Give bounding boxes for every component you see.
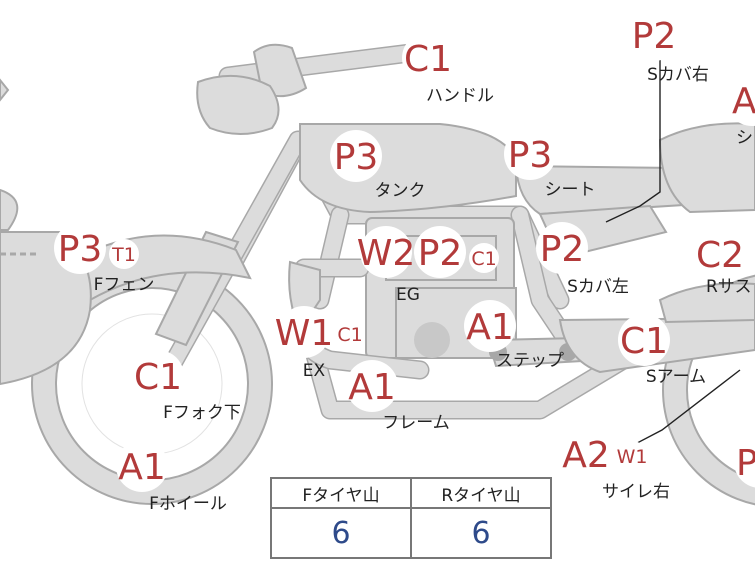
- front-cowl: [0, 188, 19, 231]
- svg-text:Rサス: Rサス: [706, 277, 751, 297]
- badge-r-wheel[interactable]: P: [734, 436, 755, 488]
- badge-handle[interactable]: C1 ハンドル: [402, 32, 494, 106]
- svg-text:A: A: [732, 81, 755, 122]
- f-tire-tread-header: Fタイヤ山: [270, 477, 412, 509]
- badge-s-cover-right[interactable]: P2 Sカバ右: [628, 9, 709, 85]
- svg-text:Sカバ左: Sカバ左: [567, 277, 629, 297]
- badge-frame[interactable]: A1 フレーム: [346, 360, 450, 433]
- svg-text:T1: T1: [111, 244, 136, 266]
- svg-text:W2: W2: [357, 233, 416, 274]
- svg-text:A2: A2: [562, 435, 610, 476]
- r-tire-tread-header: Rタイヤ山: [410, 477, 552, 509]
- svg-text:タンク: タンク: [375, 181, 426, 201]
- svg-text:P2: P2: [632, 16, 677, 57]
- svg-text:P3: P3: [58, 229, 103, 270]
- r-tire-tread-value: 6: [410, 507, 552, 559]
- rear-cowl: [658, 122, 755, 214]
- svg-text:Sアーム: Sアーム: [646, 367, 706, 387]
- svg-text:Fフォク下: Fフォク下: [163, 403, 241, 423]
- svg-text:EX: EX: [303, 361, 326, 381]
- badge-engine[interactable]: W2 P2 C1 EG: [357, 226, 499, 305]
- svg-text:C1: C1: [471, 248, 496, 270]
- svg-text:シート: シート: [545, 180, 596, 200]
- svg-text:W1: W1: [617, 446, 648, 468]
- svg-text:C1: C1: [404, 39, 452, 80]
- badge-s-cover-left[interactable]: P2 Sカバ左: [536, 222, 629, 297]
- svg-text:A1: A1: [118, 447, 166, 488]
- damage-badges: C1 ハンドル P2 Sカバ右 A シ P3 タンク P3 シート: [54, 9, 755, 514]
- svg-text:P3: P3: [508, 135, 553, 176]
- badge-silencer-right[interactable]: A2 W1 サイレ右: [560, 428, 670, 502]
- badge-r-sus[interactable]: C2 Rサス: [694, 228, 751, 297]
- badge-f-fender[interactable]: P3 T1 Fフェン: [54, 222, 154, 295]
- svg-text:ハンドル: ハンドル: [426, 86, 494, 106]
- svg-text:フレーム: フレーム: [382, 413, 450, 433]
- badge-rear-top[interactable]: A シ: [726, 74, 755, 148]
- svg-text:P2: P2: [540, 229, 585, 270]
- badge-f-wheel[interactable]: A1 Fホイール: [116, 440, 227, 514]
- badge-s-arm[interactable]: C1 Sアーム: [618, 314, 706, 387]
- svg-text:P2: P2: [418, 233, 463, 274]
- svg-text:A1: A1: [466, 307, 514, 348]
- badge-tank[interactable]: P3 タンク: [330, 130, 426, 201]
- badge-exhaust[interactable]: W1 C1 EX: [275, 306, 365, 381]
- svg-text:サイレ右: サイレ右: [602, 482, 670, 502]
- svg-text:C1: C1: [134, 357, 182, 398]
- svg-text:Fフェン: Fフェン: [94, 275, 155, 295]
- f-tire-tread-value: 6: [270, 507, 412, 559]
- badge-seat[interactable]: P3 シート: [504, 128, 596, 200]
- svg-text:Fホイール: Fホイール: [149, 494, 227, 514]
- svg-text:P: P: [736, 443, 755, 484]
- svg-text:P3: P3: [334, 137, 379, 178]
- svg-text:A1: A1: [348, 367, 396, 408]
- tread-depth-table: Fタイヤ山 Rタイヤ山 6 6: [270, 477, 552, 559]
- badge-f-fork[interactable]: C1 Fフォク下: [132, 350, 241, 423]
- svg-text:C1: C1: [620, 321, 668, 362]
- svg-text:C2: C2: [696, 235, 744, 276]
- svg-text:EG: EG: [396, 285, 420, 305]
- handlebar: [196, 42, 428, 135]
- svg-text:ステップ: ステップ: [496, 351, 564, 371]
- svg-text:C1: C1: [337, 324, 362, 346]
- svg-text:シ: シ: [736, 128, 753, 148]
- badge-step[interactable]: A1 ステップ: [464, 300, 564, 371]
- svg-text:W1: W1: [275, 313, 334, 354]
- svg-text:Sカバ右: Sカバ右: [647, 65, 709, 85]
